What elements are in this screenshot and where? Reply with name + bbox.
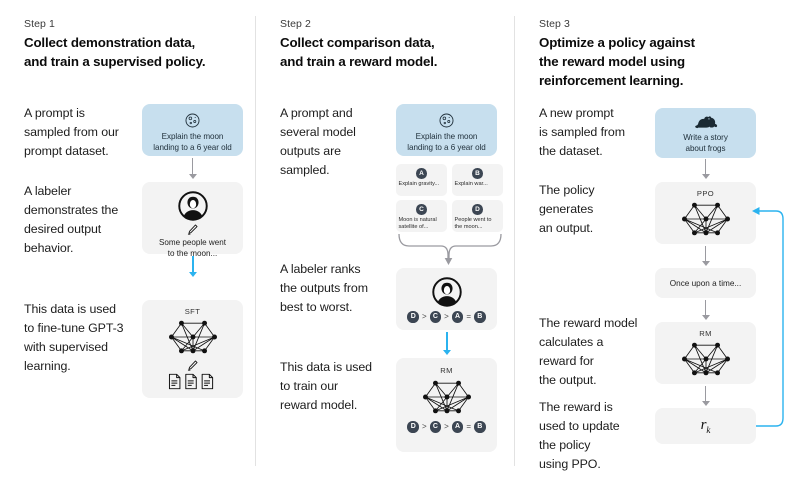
rank-pill-1: D	[407, 311, 419, 323]
rank-pill-4-b: B	[474, 421, 486, 433]
option-letter-d: D	[472, 204, 483, 215]
labeler-avatar-icon	[396, 277, 497, 307]
column-divider-1	[255, 16, 256, 466]
step-1-labeler-card[interactable]: Some people went to the moon...	[142, 182, 243, 258]
step-1-column: Step 1 Collect demonstration data, and t…	[12, 0, 267, 479]
rank-pill-2: C	[429, 311, 442, 323]
step-3-paragraph-2: The policy generates an output.	[539, 183, 595, 235]
step-1-paragraph-1: A prompt is sampled from our prompt data…	[24, 106, 119, 158]
step-2-ranking-row-top: D > C > A = B	[396, 311, 497, 323]
step-2-option-d[interactable]: D People went to the moon...	[452, 200, 503, 232]
merge-bracket	[396, 234, 504, 266]
step-1-labeler-text: Some people went to the moon...	[158, 238, 227, 258]
option-text-d: People went to the moon...	[454, 217, 492, 230]
step-2-paragraph-2: A labeler ranks the outputs from best to…	[280, 262, 368, 314]
moon-icon	[396, 112, 497, 129]
step-1-label: Step 1	[24, 18, 55, 30]
reward-symbol: rk	[700, 417, 711, 435]
neural-network-icon	[655, 199, 756, 239]
moon-icon	[142, 112, 243, 129]
rank-pill-4: B	[474, 311, 486, 323]
step-1-title: Collect demonstration data, and train a …	[24, 35, 206, 69]
step-3-output-card[interactable]: Once upon a time...	[655, 268, 756, 298]
step-3-prompt-text: Write a story about frogs	[683, 133, 728, 153]
step-2-title: Collect comparison data, and train a rew…	[280, 35, 438, 69]
pencil-icon	[142, 223, 243, 236]
pencil-icon	[142, 359, 243, 372]
rank-op-3-b: =	[466, 422, 471, 432]
frog-icon	[655, 115, 756, 130]
feedback-loop-arrow	[752, 198, 788, 428]
step-3-output-text: Once upon a time...	[669, 278, 742, 288]
neural-network-icon	[396, 377, 497, 417]
step-2-prompt-text: Explain the moon landing to a 6 year old	[407, 132, 486, 152]
option-text-a: Explain gravity...	[398, 181, 440, 187]
step-1-sft-card[interactable]: SFT	[142, 300, 243, 398]
rank-pill-3: A	[451, 311, 464, 323]
step-3-ppo-card[interactable]: PPO	[655, 182, 756, 244]
option-letter-b: B	[472, 168, 483, 179]
step-1-sft-label: SFT	[184, 307, 201, 316]
step-3-rm-label: RM	[699, 329, 712, 338]
step-2-column: Step 2 Collect comparison data, and trai…	[268, 0, 523, 479]
step-2-rm-card[interactable]: RM D > C > A =	[396, 358, 497, 452]
step-3-label: Step 3	[539, 18, 570, 30]
step-1-prompt-card[interactable]: Explain the moon landing to a 6 year old	[142, 104, 243, 156]
column-divider-2	[514, 16, 515, 466]
step-2-prompt-card[interactable]: Explain the moon landing to a 6 year old	[396, 104, 497, 156]
step-2-paragraph-3: This data is used to train our reward mo…	[280, 360, 372, 412]
step-3-title: Optimize a policy against the reward mod…	[539, 35, 695, 88]
documents-icon	[142, 373, 243, 390]
neural-network-icon	[142, 317, 243, 357]
option-letter-a: A	[416, 168, 427, 179]
option-letter-c: C	[416, 204, 427, 215]
rank-op-1-b: >	[421, 422, 427, 432]
step-1-paragraph-3: This data is used to fine-tune GPT-3 wit…	[24, 302, 124, 373]
step-2-option-a[interactable]: A Explain gravity...	[396, 164, 447, 196]
step-3-column: Step 3 Optimize a policy against the rew…	[527, 0, 784, 479]
step-3-rm-card[interactable]: RM	[655, 322, 756, 384]
labeler-avatar-icon	[142, 191, 243, 221]
step-2-label: Step 2	[280, 18, 311, 30]
rank-op-2: >	[444, 312, 449, 322]
step-2-option-b[interactable]: B Explain war...	[452, 164, 503, 196]
step-3-paragraph-3: The reward model calculates a reward for…	[539, 316, 638, 387]
step-2-paragraph-1: A prompt and several model outputs are s…	[280, 106, 356, 177]
option-text-c: Moon is natural satellite of...	[398, 217, 437, 230]
step-3-ppo-label: PPO	[696, 189, 715, 198]
rank-op-1: >	[421, 312, 427, 322]
step-3-prompt-card[interactable]: Write a story about frogs	[655, 108, 756, 158]
rank-op-2-b: >	[444, 422, 449, 432]
step-2-option-c[interactable]: C Moon is natural satellite of...	[396, 200, 447, 232]
step-2-rm-label: RM	[440, 366, 453, 375]
step-1-prompt-text: Explain the moon landing to a 6 year old	[153, 132, 232, 152]
rank-pill-2-b: C	[429, 421, 442, 433]
step-1-paragraph-2: A labeler demonstrates the desired outpu…	[24, 184, 119, 255]
neural-network-icon	[655, 339, 756, 379]
rank-pill-1-b: D	[407, 421, 419, 433]
rank-op-3: =	[466, 312, 471, 322]
step-3-reward-card[interactable]: rk	[655, 408, 756, 444]
step-2-ranking-card[interactable]: D > C > A = B	[396, 268, 497, 330]
step-3-paragraph-4: The reward is used to update the policy …	[539, 400, 620, 471]
rank-pill-3-b: A	[451, 421, 464, 433]
step-2-ranking-row-bottom: D > C > A = B	[396, 421, 497, 433]
step-3-paragraph-1: A new prompt is sampled from the dataset…	[539, 106, 625, 158]
option-text-b: Explain war...	[454, 181, 488, 187]
